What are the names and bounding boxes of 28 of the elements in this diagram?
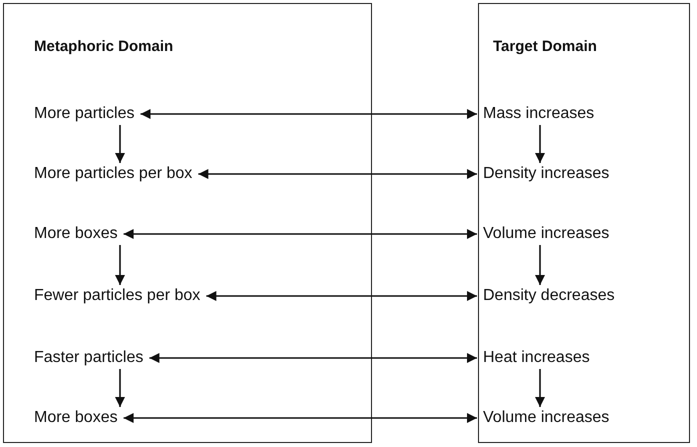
concept-label: More boxes [34, 224, 118, 244]
arrow [140, 109, 477, 119]
arrow [115, 245, 125, 285]
panel-heading: Metaphoric Domain [34, 37, 174, 57]
concept-label: Density increases [483, 164, 610, 184]
concept-label: More boxes [34, 408, 118, 428]
arrow [124, 229, 477, 239]
concept-label: Volume increases [483, 224, 610, 244]
arrow [115, 369, 125, 407]
arrow [149, 353, 477, 363]
arrow [535, 245, 545, 285]
domain-panel [478, 3, 690, 443]
concept-label: More particles per box [34, 164, 192, 184]
arrow [198, 169, 477, 179]
arrow [535, 369, 545, 407]
domain-panel [3, 3, 372, 443]
panel-heading: Target Domain [493, 37, 597, 57]
arrow [115, 125, 125, 163]
concept-label: Faster particles [34, 348, 144, 368]
arrow [535, 125, 545, 163]
arrow [124, 413, 477, 423]
concept-label: More particles [34, 104, 134, 124]
concept-label: Fewer particles per box [34, 286, 200, 306]
concept-label: Mass increases [483, 104, 594, 124]
concept-label: Density decreases [483, 286, 615, 306]
concept-label: Heat increases [483, 348, 590, 368]
arrow [206, 291, 477, 301]
concept-label: Volume increases [483, 408, 610, 428]
